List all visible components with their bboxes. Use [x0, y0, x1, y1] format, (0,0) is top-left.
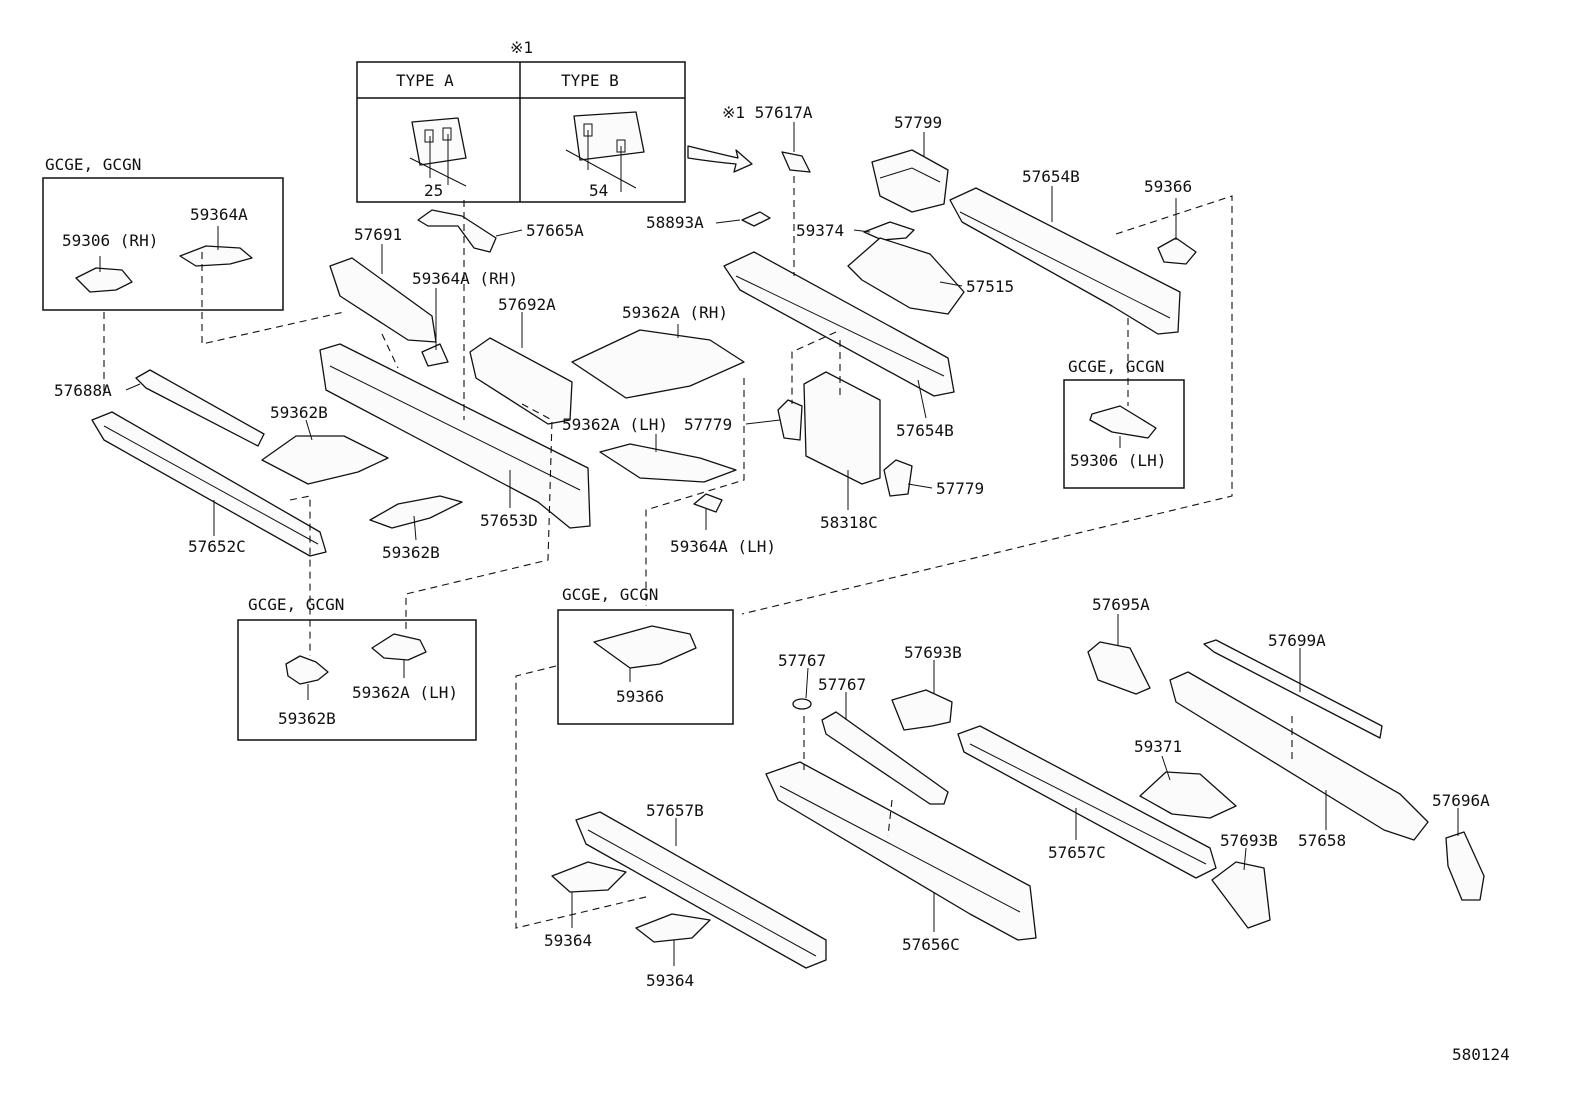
part-label: 57779 — [936, 479, 984, 498]
group-box-1-part-1: 59306 (RH) — [62, 231, 158, 250]
group-box-3: GCGE, GCGN 59362B 59362A (LH) — [237, 595, 477, 741]
part-labels: ※1 57617A 57799 57654B 59366 57665A 5889… — [54, 103, 1490, 990]
part-label: 57656C — [902, 935, 960, 954]
part-label: 57767 — [818, 675, 866, 694]
part-label: ※1 57617A — [722, 103, 813, 122]
type-b-dimension: 54 — [589, 181, 608, 200]
part-label: 57693B — [904, 643, 962, 662]
part-label: 57799 — [894, 113, 942, 132]
part-label: 57693B — [1220, 831, 1278, 850]
part-label: 59364A (RH) — [412, 269, 518, 288]
part-label: 57653D — [480, 511, 538, 530]
part-label: 57658 — [1298, 831, 1346, 850]
part-label: 57695A — [1092, 595, 1150, 614]
part-label: 59364 — [544, 931, 592, 950]
group-box-1: GCGE, GCGN 59306 (RH) 59364A — [42, 155, 284, 311]
part-label: 59371 — [1134, 737, 1182, 756]
part-label: 59366 — [1144, 177, 1192, 196]
type-b-title: TYPE B — [561, 71, 619, 90]
part-label: 57654B — [1022, 167, 1080, 186]
part-label: 59362B — [382, 543, 440, 562]
part-label: 57767 — [778, 651, 826, 670]
group-box-3-part-2: 59362A (LH) — [352, 683, 458, 702]
part-label: 59362A (RH) — [622, 303, 728, 322]
diagram-code: 580124 — [1452, 1045, 1510, 1064]
parts-drawings — [91, 149, 1485, 969]
reference-dashes — [103, 176, 1293, 929]
group-box-4-part-1: 59366 — [616, 687, 664, 706]
arrow-icon — [687, 145, 753, 173]
part-label: 57696A — [1432, 791, 1490, 810]
part-label: 59364 — [646, 971, 694, 990]
part-label: 57657C — [1048, 843, 1106, 862]
part-label: 57652C — [188, 537, 246, 556]
type-a-dimension: 25 — [424, 181, 443, 200]
type-box-marker: ※1 — [510, 38, 533, 57]
group-box-2-part-1: 59306 (LH) — [1070, 451, 1166, 470]
part-label: 57515 — [966, 277, 1014, 296]
group-box-4: GCGE, GCGN 59366 — [557, 585, 734, 725]
part-label: 58318C — [820, 513, 878, 532]
group-box-1-part-2: 59364A — [190, 205, 248, 224]
part-label: 59362B — [270, 403, 328, 422]
type-box: ※1 TYPE A TYPE B 25 54 — [356, 38, 686, 203]
part-label: 57692A — [498, 295, 556, 314]
part-label: 57657B — [646, 801, 704, 820]
part-label: 57654B — [896, 421, 954, 440]
part-label: 57691 — [354, 225, 402, 244]
type-a-title: TYPE A — [396, 71, 454, 90]
part-label: 59364A (LH) — [670, 537, 776, 556]
part-label: 59362A (LH) — [562, 415, 668, 434]
group-box-3-title: GCGE, GCGN — [248, 595, 344, 614]
group-box-2-title: GCGE, GCGN — [1068, 357, 1164, 376]
part-label: 57665A — [526, 221, 584, 240]
group-box-1-title: GCGE, GCGN — [45, 155, 141, 174]
leader-lines — [125, 122, 1459, 966]
part-label: 57688A — [54, 381, 112, 400]
group-box-3-part-1: 59362B — [278, 709, 336, 728]
part-label: 57699A — [1268, 631, 1326, 650]
part-label: 58893A — [646, 213, 704, 232]
part-label: 57779 — [684, 415, 732, 434]
group-box-4-title: GCGE, GCGN — [562, 585, 658, 604]
group-box-2: GCGE, GCGN 59306 (LH) — [1063, 357, 1185, 489]
part-label: 59374 — [796, 221, 844, 240]
